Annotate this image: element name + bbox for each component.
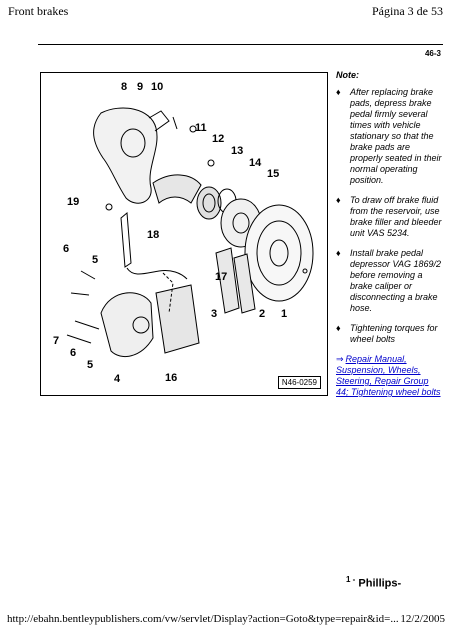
callout-2: 2: [259, 308, 266, 320]
note-item: ♦ After replacing brake pads, depress br…: [336, 87, 442, 186]
callout-13: 13: [231, 145, 244, 157]
note-item: ♦ Install brake pedal depressor VAG 1869…: [336, 248, 442, 314]
callout-15: 15: [267, 168, 280, 180]
item-label: Phillips-: [358, 577, 402, 590]
callout-3: 3: [211, 308, 218, 320]
callout-6-lower: 6: [70, 347, 77, 359]
note-text: Tightening torques for wheel bolts: [350, 323, 438, 344]
callout-18: 18: [147, 229, 160, 241]
repair-manual-link[interactable]: Repair Manual, Suspension, Wheels, Steer…: [336, 354, 441, 397]
callout-5-lower: 5: [87, 359, 94, 371]
note-heading: Note:: [336, 70, 359, 80]
item-number: 1 -: [346, 575, 356, 584]
diamond-bullet-icon: ♦: [336, 323, 341, 333]
callout-11: 11: [195, 122, 207, 134]
callout-12: 12: [212, 133, 225, 145]
callout-9: 9: [137, 81, 144, 93]
brake-diagram-drawing: [66, 107, 314, 358]
diamond-bullet-icon: ♦: [336, 195, 341, 205]
section-number: 46-3: [424, 49, 441, 58]
reference-arrow-icon: ⇒: [336, 354, 344, 364]
note-text: Install brake pedal depressor VAG 1869/2…: [350, 248, 442, 313]
notes-column: Note: ♦ After replacing brake pads, depr…: [336, 70, 442, 398]
page-header-title: Front brakes: [8, 4, 69, 18]
callout-8: 8: [121, 81, 128, 93]
page-header-page-info: Página 3 de 53: [372, 4, 443, 18]
callout-14: 14: [249, 157, 262, 169]
callout-19: 19: [67, 196, 80, 208]
brake-exploded-diagram: 8 9 10 11 12 13 14 15 19 18 6 5 17 7 6 5…: [40, 72, 328, 396]
callout-4: 4: [114, 373, 121, 385]
note-item: ♦ Tightening torques for wheel bolts: [336, 323, 442, 345]
callout-7: 7: [53, 335, 60, 347]
figure-id-label: N46-0259: [277, 376, 321, 389]
footer-date: 12/2/2005: [400, 613, 445, 625]
callout-1: 1: [281, 308, 288, 320]
callout-6-upper: 6: [63, 243, 70, 255]
header-divider: [38, 44, 443, 45]
note-text: After replacing brake pads, depress brak…: [350, 87, 442, 185]
diamond-bullet-icon: ♦: [336, 87, 341, 97]
callout-16: 16: [165, 372, 178, 384]
callout-10: 10: [151, 81, 164, 93]
callout-5-upper: 5: [92, 254, 99, 266]
note-item: ♦ To draw off brake fluid from the reser…: [336, 195, 442, 239]
reference-entry: ⇒Repair Manual, Suspension, Wheels, Stee…: [336, 354, 442, 398]
component-item-1: 1 - Phillips-: [346, 575, 401, 590]
note-text: To draw off brake fluid from the reservo…: [350, 195, 442, 238]
diamond-bullet-icon: ♦: [336, 248, 341, 258]
callout-17: 17: [215, 271, 228, 283]
footer-url: http://ebahn.bentleypublishers.com/vw/se…: [7, 613, 399, 625]
